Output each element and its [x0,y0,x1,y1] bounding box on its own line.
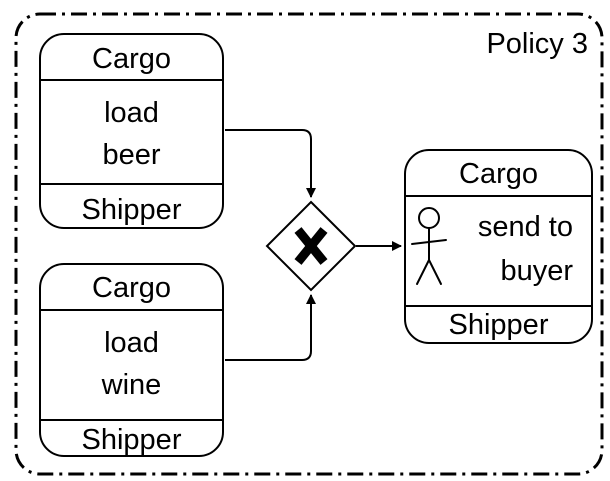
exclusive-gateway[interactable] [265,200,357,292]
task-frame [39,33,224,229]
task-load-beer[interactable]: Cargo load beer Shipper [39,33,224,229]
task-load-wine[interactable]: Cargo load wine Shipper [39,263,224,457]
task-name-line-2: wine [101,369,162,401]
task-frame [39,263,224,457]
participant-bottom-label: Shipper [82,424,182,456]
participant-top-label: Cargo [92,272,171,304]
sequence-flow-wine-to-gateway [225,294,316,361]
task-name-line-1: load [104,97,159,129]
x-marker-icon [294,227,328,265]
task-name-line-2: beer [102,139,160,171]
task-send-to-buyer[interactable]: Cargo send to buyer Shipper [404,149,593,344]
participant-bottom-label: Shipper [449,309,549,341]
policy-group: Policy 3 [14,12,604,476]
task-name-line-2: buyer [500,255,573,287]
task-frame [404,149,593,344]
policy-boundary [14,12,604,476]
participant-top-label: Cargo [459,158,538,190]
participant-bottom-label: Shipper [82,194,182,226]
user-task-icon [411,207,447,285]
sequence-flow-beer-to-gateway [225,129,316,198]
task-name-line-1: load [104,327,159,359]
task-name-line-1: send to [478,211,573,243]
policy-label: Policy 3 [486,28,588,60]
participant-top-label: Cargo [92,43,171,75]
